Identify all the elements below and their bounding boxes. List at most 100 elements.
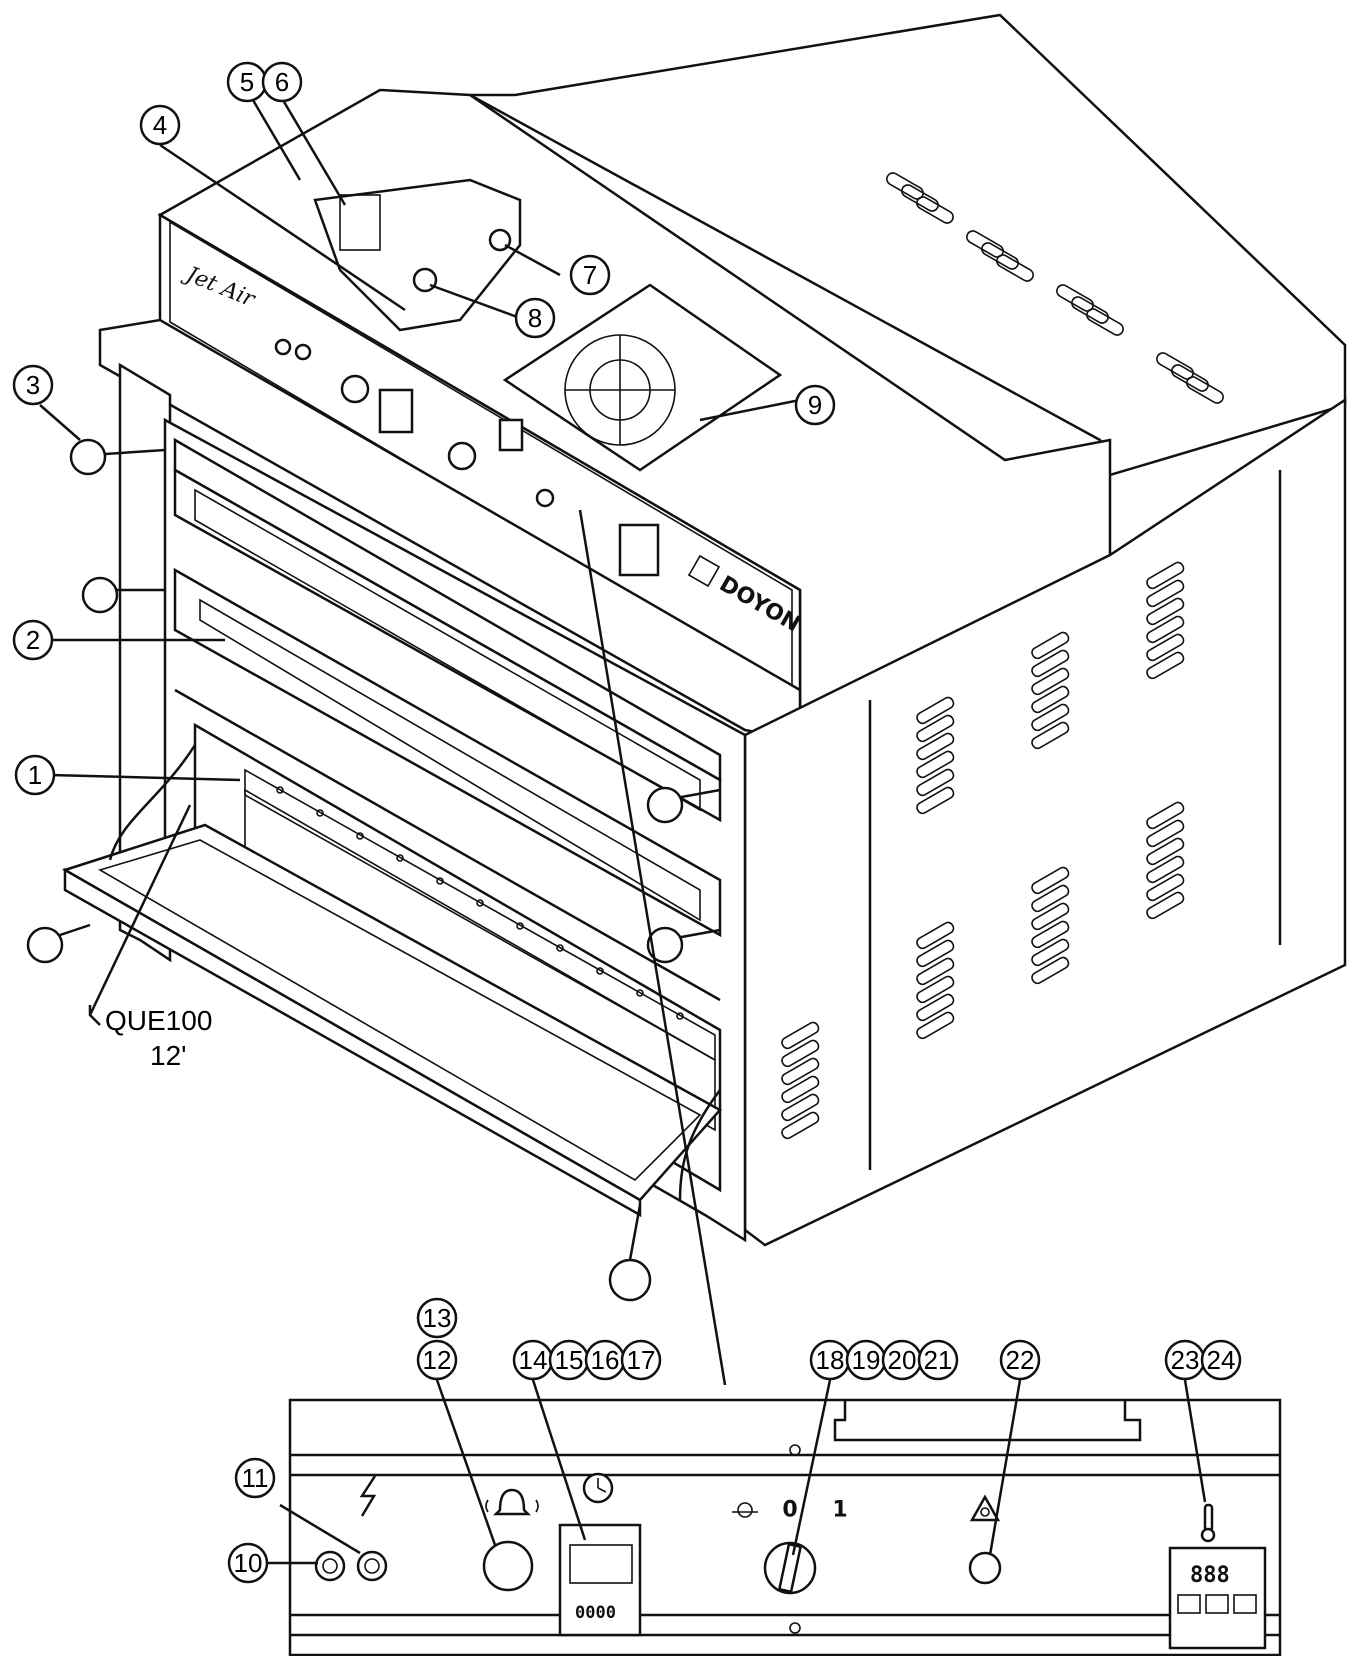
- selector-switch: [763, 1541, 817, 1595]
- note-size: 12': [150, 1040, 187, 1071]
- callout-12: 12: [416, 1339, 458, 1381]
- warning-light: [968, 1551, 1002, 1585]
- callout-label: 21: [924, 1345, 953, 1375]
- vent-slot: [1031, 938, 1070, 967]
- vent-slot: [1031, 902, 1070, 931]
- callout-5: 5: [226, 61, 268, 103]
- vent-slot: [916, 696, 955, 725]
- vent-slot: [1146, 579, 1185, 608]
- callout-label: 19: [852, 1345, 881, 1375]
- vent-slot: [781, 1021, 820, 1050]
- timer-digits: 0000: [575, 1603, 616, 1623]
- vent-slot: [1146, 615, 1185, 644]
- detail-control-panel: 0000 0 1 888: [288, 1398, 1282, 1656]
- vent-slot: [1146, 561, 1185, 590]
- callout-label: 3: [26, 370, 40, 400]
- callout-14: 14: [512, 1339, 554, 1381]
- callout-label: 9: [808, 390, 822, 420]
- callout-label: 20: [888, 1345, 917, 1375]
- callout-label: 2: [26, 625, 40, 655]
- callout-label: 5: [240, 67, 254, 97]
- vent-slot: [781, 1111, 820, 1140]
- vent-slot: [1146, 801, 1185, 830]
- callout-3: 3: [12, 364, 54, 406]
- alarm-buzzer: [482, 1540, 534, 1592]
- front-panel-controls: [274, 338, 660, 577]
- vent-slot: [1031, 667, 1070, 696]
- callout-label: 1: [28, 760, 42, 790]
- oven-body: Jet Air DOYON: [26, 13, 1347, 1302]
- note-model: QUE100: [105, 1005, 212, 1036]
- thermostat-readout: 888: [1190, 1563, 1230, 1588]
- vent-slot: [1031, 920, 1070, 949]
- callout-4: 4: [139, 104, 181, 146]
- callout-15: 15: [548, 1339, 590, 1381]
- vent-slot: [1031, 884, 1070, 913]
- vent-slot: [781, 1075, 820, 1104]
- digital-timer: 0000: [558, 1523, 642, 1637]
- callout-13: 13: [416, 1297, 458, 1339]
- vent-slot: [1031, 649, 1070, 678]
- leader-lines: [39, 94, 801, 1386]
- callout-2: 2: [12, 619, 54, 661]
- heater-element: [244, 768, 716, 1062]
- callout-label: 23: [1171, 1345, 1200, 1375]
- switch-off-label: 0: [782, 1498, 797, 1523]
- callout-label: 22: [1006, 1345, 1035, 1375]
- vent-slot: [1146, 651, 1185, 680]
- vent-slot: [1146, 819, 1185, 848]
- vent-slot: [916, 714, 955, 743]
- callout-19: 19: [845, 1339, 887, 1381]
- vent-slot: [1031, 631, 1070, 660]
- callout-label: 13: [423, 1303, 452, 1333]
- callout-7: 7: [569, 254, 611, 296]
- callout-label: 11: [242, 1463, 269, 1493]
- callout-label: 8: [528, 303, 542, 333]
- vent-slot: [781, 1093, 820, 1122]
- callout-label: 7: [583, 260, 597, 290]
- vent-slot: [916, 1011, 955, 1040]
- callout-6: 6: [261, 61, 303, 103]
- vent-slot: [1031, 866, 1070, 895]
- vent-slot: [916, 993, 955, 1022]
- vent-slot: [916, 921, 955, 950]
- part-note: QUE100 12': [88, 1005, 212, 1071]
- callout-label: 14: [519, 1345, 548, 1375]
- callout-11: 11: [234, 1457, 276, 1499]
- callout-22: 22: [999, 1339, 1041, 1381]
- callout-label: 12: [423, 1345, 452, 1375]
- vent-slot: [1031, 956, 1070, 985]
- top-vents: [886, 172, 1224, 404]
- callout-18: 18: [809, 1339, 851, 1381]
- vent-slot: [1146, 597, 1185, 626]
- side-vents: [781, 561, 1185, 1140]
- vent-slot: [1146, 837, 1185, 866]
- vent-slot: [781, 1039, 820, 1068]
- vent-slot: [916, 768, 955, 797]
- reset-button-right: [356, 1550, 388, 1582]
- vent-slot: [916, 939, 955, 968]
- door-handles: [26, 438, 721, 1302]
- thermometer-icon: [1200, 1503, 1216, 1543]
- clock-icon: [582, 1472, 614, 1504]
- vent-slot: [1146, 855, 1185, 884]
- vent-slot: [916, 786, 955, 815]
- callout-20: 20: [881, 1339, 923, 1381]
- callout-label: 15: [555, 1345, 584, 1375]
- callout-24: 24: [1200, 1339, 1242, 1381]
- vent-slot: [916, 732, 955, 761]
- fan-motor-plate: [502, 283, 783, 472]
- callout-10: 10: [227, 1542, 269, 1584]
- callout-21: 21: [917, 1339, 959, 1381]
- vent-slot: [1031, 685, 1070, 714]
- vent-slot: [916, 975, 955, 1004]
- callout-label: 4: [153, 110, 167, 140]
- callout-label: 18: [816, 1345, 845, 1375]
- callout-9: 9: [794, 384, 836, 426]
- callout-17: 17: [620, 1339, 662, 1381]
- callout-label: 10: [234, 1548, 263, 1578]
- callout-16: 16: [584, 1339, 626, 1381]
- detail-leader-lines: [268, 1379, 1207, 1565]
- vent-slot: [781, 1057, 820, 1086]
